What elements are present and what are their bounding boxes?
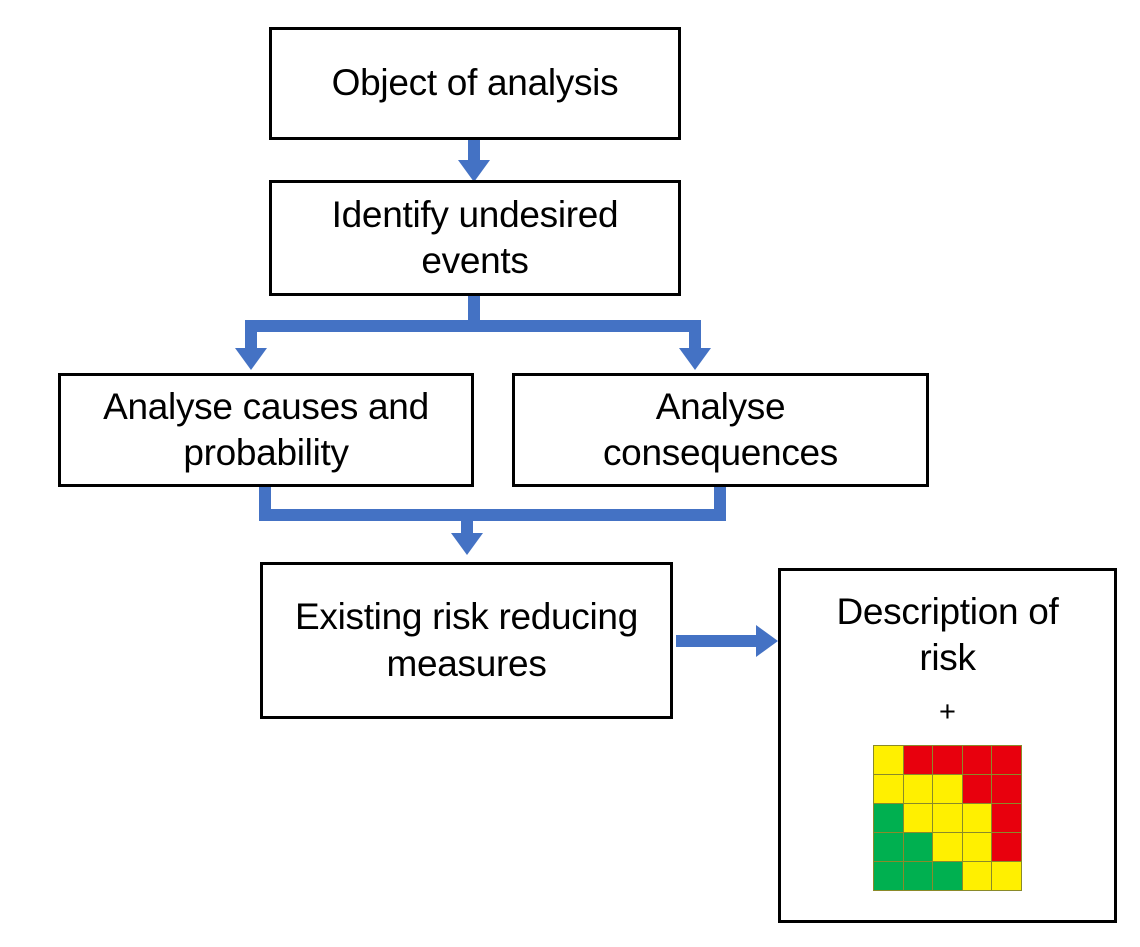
node-label: Analyse consequences xyxy=(602,385,839,473)
arrow-down-icon xyxy=(235,348,267,370)
risk-matrix-cell xyxy=(962,803,992,832)
risk-matrix-cell xyxy=(992,745,1021,774)
plus-symbol: + xyxy=(939,695,956,728)
arrow-down-icon xyxy=(679,348,711,370)
node-label: Existing risk reducing measures xyxy=(295,596,638,684)
risk-matrix-cell xyxy=(874,774,903,803)
risk-matrix-cell xyxy=(874,832,903,861)
connector-line xyxy=(689,320,701,352)
risk-matrix xyxy=(873,744,1022,891)
risk-matrix-cell xyxy=(992,861,1021,890)
node-label: Description of risk xyxy=(836,591,1059,679)
node-label: Identify undesired events xyxy=(331,193,619,281)
connector-line xyxy=(676,635,760,647)
risk-matrix-cell xyxy=(874,803,903,832)
node-label: Analyse causes and probability xyxy=(103,385,429,473)
risk-matrix-cell xyxy=(874,861,903,890)
arrow-down-icon xyxy=(458,160,490,182)
node-object-of-analysis[interactable]: Object of analysis xyxy=(269,27,681,140)
risk-matrix-cell xyxy=(962,832,992,861)
risk-matrix-cell xyxy=(903,745,933,774)
risk-matrix-cell xyxy=(903,774,933,803)
arrow-right-icon xyxy=(756,625,778,657)
node-analyse-causes-and-probability[interactable]: Analyse causes and probability xyxy=(58,373,474,487)
risk-matrix-cell xyxy=(933,803,962,832)
risk-matrix-cell xyxy=(962,745,992,774)
node-identify-undesired-events[interactable]: Identify undesired events xyxy=(269,180,681,296)
risk-matrix-cell xyxy=(962,774,992,803)
risk-matrix-cell xyxy=(962,861,992,890)
node-existing-risk-reducing-measures[interactable]: Existing risk reducing measures xyxy=(260,562,673,719)
risk-matrix-cell xyxy=(992,832,1021,861)
connector-line xyxy=(245,320,257,352)
risk-matrix-cell xyxy=(992,774,1021,803)
risk-matrix-cell xyxy=(903,832,933,861)
connector-line xyxy=(468,296,480,326)
connector-line xyxy=(461,509,473,537)
risk-matrix-cell xyxy=(903,803,933,832)
node-description-of-risk[interactable]: Description of risk + xyxy=(778,568,1117,923)
risk-matrix-cell xyxy=(874,745,903,774)
node-analyse-consequences[interactable]: Analyse consequences xyxy=(512,373,929,487)
connector-line xyxy=(245,320,701,332)
risk-matrix-cell xyxy=(933,861,962,890)
node-label: Object of analysis xyxy=(331,62,619,104)
connector-line xyxy=(259,509,726,521)
risk-matrix-cell xyxy=(933,745,962,774)
connector-line xyxy=(468,140,480,164)
risk-matrix-cell xyxy=(992,803,1021,832)
arrow-down-icon xyxy=(451,533,483,555)
risk-matrix-cell xyxy=(933,774,962,803)
risk-matrix-cell xyxy=(933,832,962,861)
risk-matrix-cell xyxy=(903,861,933,890)
